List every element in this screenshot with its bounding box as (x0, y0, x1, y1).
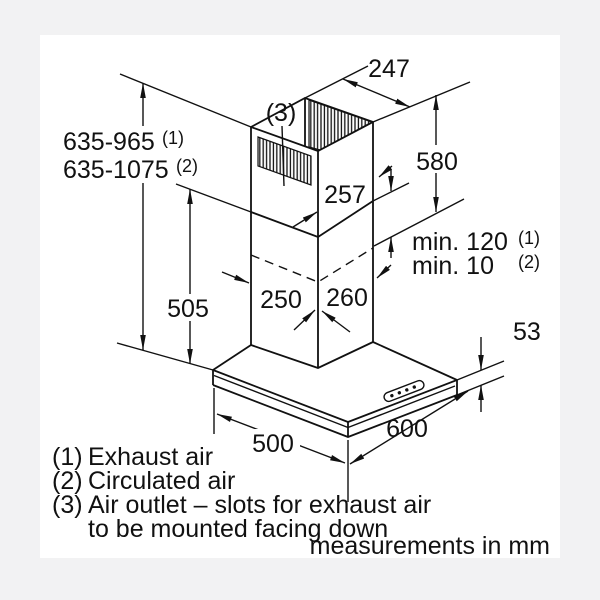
dim-total-exhaust: 635-965 (63, 128, 155, 156)
ext-seam-right (372, 182, 410, 202)
dim-total-exhaust-note: (1) (162, 128, 184, 148)
dim-lower-height: 505 (167, 295, 209, 323)
dim-body-width: 600 (386, 415, 428, 443)
leader-arrow-right-duct (376, 264, 392, 279)
dim-total-circulated: 635-1075 (63, 156, 169, 184)
dim-arrow-260 (321, 310, 351, 333)
ext-hood-top-left (116, 342, 214, 371)
units-note: measurements in mm (310, 532, 550, 560)
legend-item2-key: (2) (52, 467, 83, 495)
legend-item3-continuation: to be mounted facing down (88, 515, 388, 543)
hood-back-right-edge (372, 341, 458, 381)
dim-arrow-257 (292, 211, 318, 228)
dim-min-circulated-note: (2) (518, 252, 540, 272)
dim-min-exhaust: min. 120 (412, 228, 508, 256)
dim-min-exhaust-note: (1) (518, 228, 540, 248)
legend-item2-text: Circulated air (88, 467, 235, 495)
chimney-front-rim (250, 121, 374, 152)
dim-upper-width: 257 (324, 181, 366, 209)
dim-body-height: 53 (513, 318, 541, 346)
air-outlet-slots-left (257, 136, 312, 186)
lower-section-top-seam (250, 200, 374, 239)
label-bg (247, 429, 300, 455)
dim-duct-depth: 250 (260, 286, 302, 314)
ext-hood-right-top (456, 360, 505, 381)
chimney-left-face (251, 127, 318, 368)
dim-arrow-257-right (378, 165, 393, 178)
dim-line-247 (342, 78, 411, 108)
dim-upper-height: 580 (416, 148, 458, 176)
dim-arrow-250 (293, 309, 316, 331)
control-button (412, 385, 416, 389)
legend-item1-key: (1) (52, 443, 83, 471)
ext-top-right-corner (372, 81, 471, 123)
chimney-base-contact (250, 341, 374, 369)
legend: (1) Exhaust air (2) Circulated air (3) A… (52, 443, 550, 560)
chimney-right-face (318, 122, 373, 368)
dim-body-depth: 500 (252, 430, 294, 458)
leader-line-outlet-ref (281, 125, 285, 187)
dim-line-600 (349, 390, 469, 465)
hood-back-left-edge (212, 344, 252, 371)
label-bg (163, 294, 214, 321)
chimney-duct (250, 97, 374, 369)
legend-item3-text: Air outlet – slots for exhaust air (88, 491, 431, 519)
dim-min-circulated: min. 10 (412, 252, 494, 280)
control-button (405, 388, 409, 392)
ext-seam-left (175, 183, 252, 213)
ext-top-back-corner (304, 65, 369, 99)
ext-total-top (119, 73, 252, 128)
label-bg (411, 145, 463, 173)
dim-total-circulated-note: (2) (176, 156, 198, 176)
dim-top-depth: 247 (368, 55, 410, 83)
leader-arrow-left-duct (221, 271, 250, 284)
legend-item3-key: (3) (52, 491, 83, 519)
outlet-ref-label: (3) (266, 99, 297, 127)
dimension-labels: 635-965 (1) 635-1075 (2) 247 580 257 min… (58, 55, 541, 458)
extension-lines (116, 65, 505, 502)
label-bg (58, 126, 206, 183)
legend-item1-text: Exhaust air (88, 443, 213, 471)
dim-duct-width: 260 (326, 284, 368, 312)
